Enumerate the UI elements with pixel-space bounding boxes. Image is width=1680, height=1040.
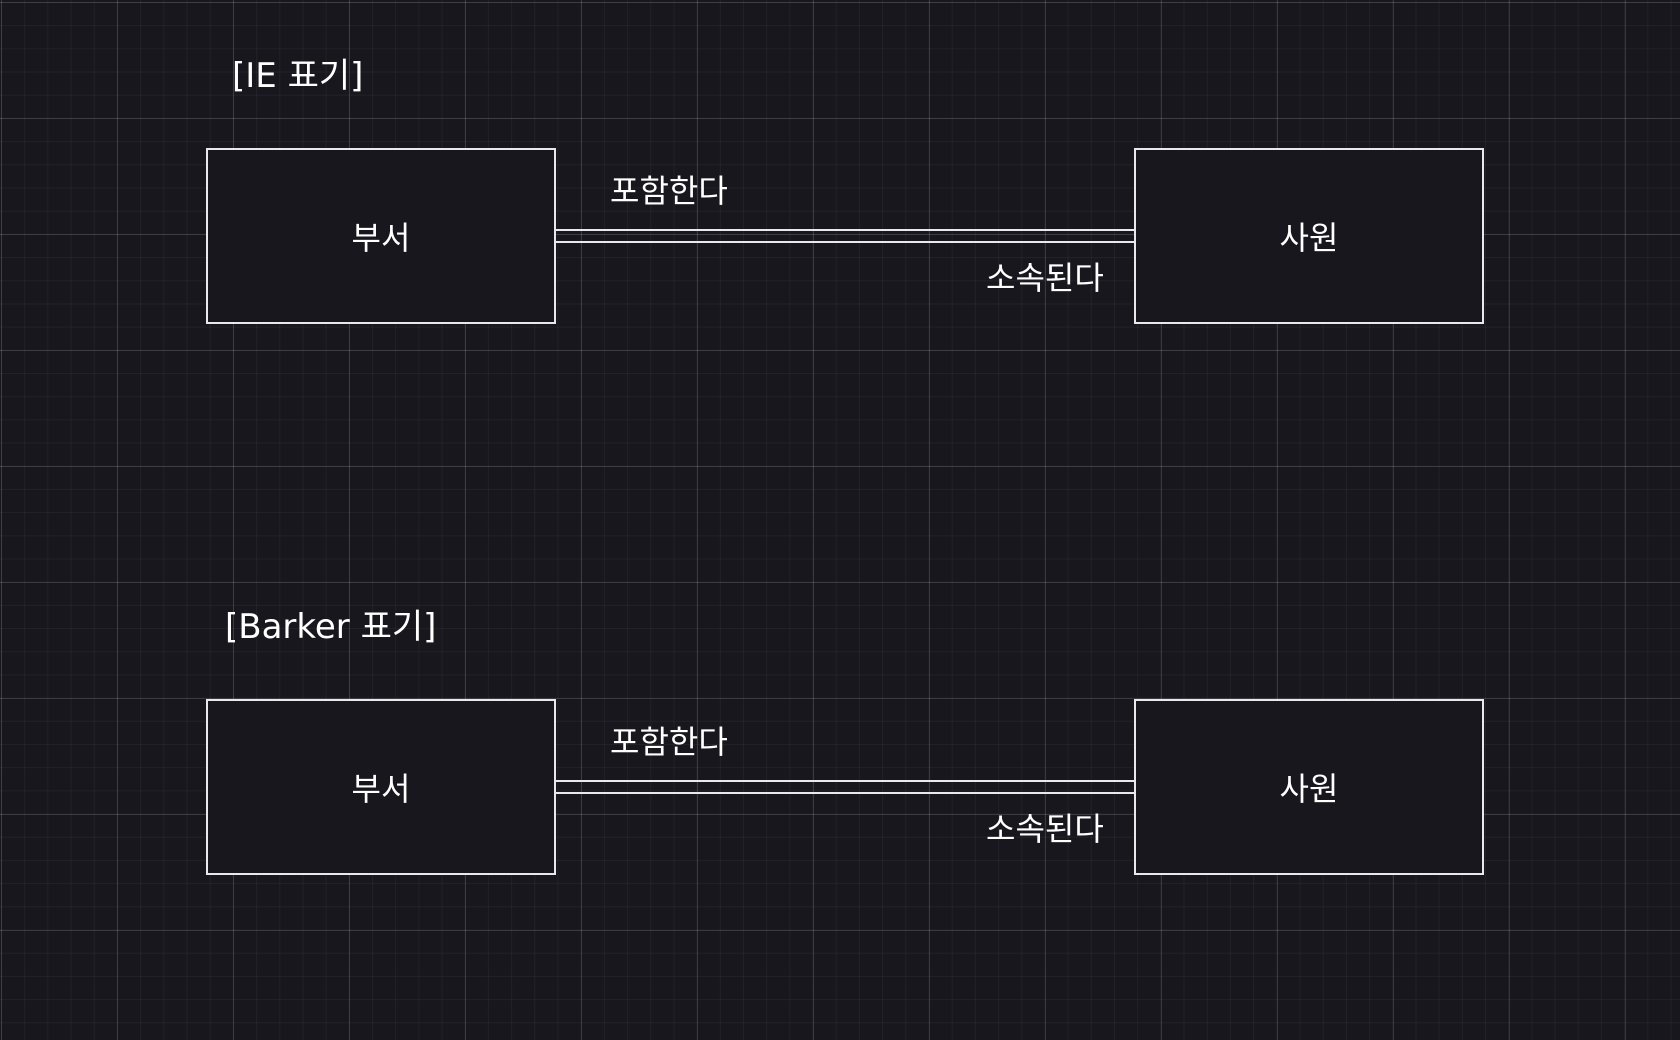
ie-entity-employee-label: 사원 bbox=[1279, 219, 1339, 257]
barker-entity-department[interactable]: 부서 bbox=[206, 699, 556, 875]
ie-notation-title: [IE 표기] bbox=[232, 56, 364, 96]
ie-relationship-label-bottom: 소속된다 bbox=[986, 259, 1104, 297]
ie-entity-employee[interactable]: 사원 bbox=[1134, 148, 1484, 324]
barker-entity-department-label: 부서 bbox=[351, 770, 411, 808]
barker-relationship-line[interactable] bbox=[555, 780, 1135, 794]
barker-relationship-label-bottom: 소속된다 bbox=[986, 810, 1104, 848]
ie-entity-department-label: 부서 bbox=[351, 219, 411, 257]
barker-relationship-label-top: 포함한다 bbox=[610, 723, 728, 761]
ie-relationship-label-top: 포함한다 bbox=[610, 172, 728, 210]
barker-entity-employee-label: 사원 bbox=[1279, 770, 1339, 808]
barker-notation-title: [Barker 표기] bbox=[225, 607, 437, 647]
ie-relationship-line[interactable] bbox=[555, 229, 1135, 243]
ie-entity-department[interactable]: 부서 bbox=[206, 148, 556, 324]
barker-entity-employee[interactable]: 사원 bbox=[1134, 699, 1484, 875]
